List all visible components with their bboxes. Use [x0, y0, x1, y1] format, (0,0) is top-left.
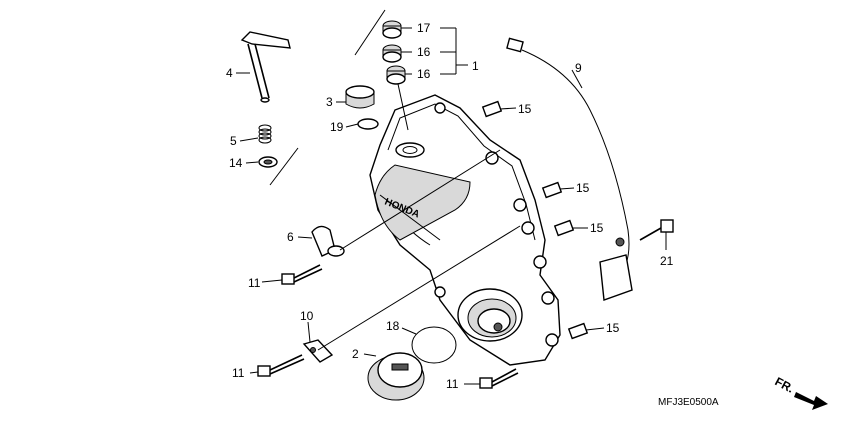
callout-11-c: 11 — [446, 377, 459, 391]
part-4-rod — [240, 31, 291, 103]
callout-6: 6 — [287, 230, 294, 244]
callout-3: 3 — [326, 95, 333, 109]
part-19-o-ring — [357, 118, 379, 130]
callout-16-b: 16 — [417, 67, 431, 81]
bolt-11-lower-right — [479, 368, 519, 389]
callout-10: 10 — [300, 309, 314, 323]
callout-14: 14 — [229, 156, 243, 170]
part-2-cap — [367, 352, 425, 401]
front-label: FR. — [773, 374, 797, 395]
part-10-bracket — [302, 339, 334, 363]
bolt-11-upper — [281, 264, 323, 285]
seal-stack — [382, 20, 409, 131]
callout-15-b: 15 — [576, 181, 590, 195]
callout-15-d: 15 — [606, 321, 620, 335]
callout-15-a: 15 — [518, 102, 532, 116]
callout-4: 4 — [226, 66, 233, 80]
callout-15-c: 15 — [590, 221, 604, 235]
part-9-sensor-cable — [506, 37, 633, 301]
part-18-o-ring — [411, 326, 457, 364]
front-direction-arrow: FR. — [773, 374, 828, 410]
part-6-clamp — [311, 225, 345, 257]
callout-17: 17 — [417, 21, 431, 35]
diagram-code: MFJ3E0500A — [658, 397, 719, 408]
callout-5: 5 — [230, 134, 237, 148]
callout-19: 19 — [330, 120, 344, 134]
part-3-oil-cap — [345, 85, 375, 109]
callout-9: 9 — [575, 61, 582, 75]
callout-16-a: 16 — [417, 45, 431, 59]
part-15-dowels — [481, 100, 589, 340]
part-14-washer — [258, 156, 278, 168]
callout-2: 2 — [352, 347, 359, 361]
leader-lines — [236, 27, 667, 385]
callout-11-b: 11 — [232, 366, 245, 380]
bolt-21 — [639, 219, 674, 241]
part-5-spring — [258, 124, 272, 144]
callout-1: 1 — [472, 59, 479, 73]
callout-18: 18 — [386, 319, 400, 333]
callout-21: 21 — [660, 254, 674, 268]
bolt-11-lower-left — [257, 354, 305, 377]
callout-11-a: 11 — [248, 276, 261, 290]
